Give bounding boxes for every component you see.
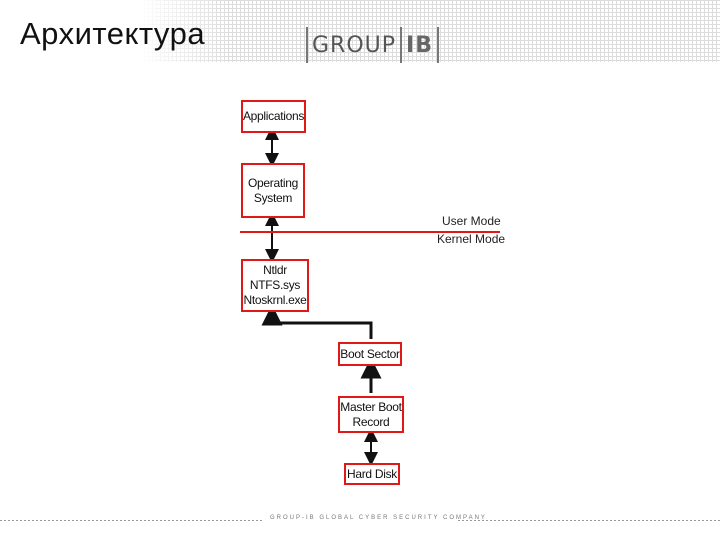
box-loader-line-2: NTFS.sys xyxy=(249,278,301,292)
slide-title: Архитектура xyxy=(20,16,206,51)
logo-group-text: GROUP xyxy=(312,32,397,58)
group-ib-logo: GROUP IB xyxy=(302,27,443,63)
box-operating-system: Operating System xyxy=(241,163,305,218)
box-operating-system-line-2: System xyxy=(253,190,293,205)
kernel-mode-label: Kernel Mode xyxy=(437,232,506,246)
box-operating-system-line-1: Operating xyxy=(248,175,298,190)
footer-line-left xyxy=(0,520,262,521)
user-mode-label: User Mode xyxy=(442,214,501,228)
box-applications: Applications xyxy=(241,100,306,133)
box-boot-sector-line-1: Boot Sector xyxy=(340,346,400,361)
box-boot-sector: Boot Sector xyxy=(338,342,402,366)
logo-ib-text: IB xyxy=(406,32,433,58)
header-fade xyxy=(0,0,230,62)
logo-bar-middle xyxy=(400,27,403,63)
box-mbr-line-2: Record xyxy=(352,414,390,429)
box-loader: Ntldr NTFS.sys Ntoskrnl.exe xyxy=(241,259,309,312)
box-mbr-line-1: Master Boot xyxy=(340,399,402,414)
box-hard-disk-line-1: Hard Disk xyxy=(347,466,397,481)
user-kernel-boundary xyxy=(240,231,500,233)
logo-bar-right xyxy=(437,27,439,63)
arrow-bootsector-loader xyxy=(261,304,373,339)
logo-bar-left xyxy=(306,27,308,63)
footer-tagline: GROUP-IB GLOBAL CYBER SECURITY COMPANY xyxy=(270,515,487,521)
box-loader-line-3: Ntoskrnl.exe xyxy=(243,293,307,307)
box-applications-line-1: Applications xyxy=(242,109,305,123)
footer-line-right xyxy=(458,520,720,521)
box-hard-disk: Hard Disk xyxy=(344,463,400,485)
box-master-boot-record: Master Boot Record xyxy=(338,396,404,433)
box-loader-line-1: Ntldr xyxy=(263,263,287,277)
